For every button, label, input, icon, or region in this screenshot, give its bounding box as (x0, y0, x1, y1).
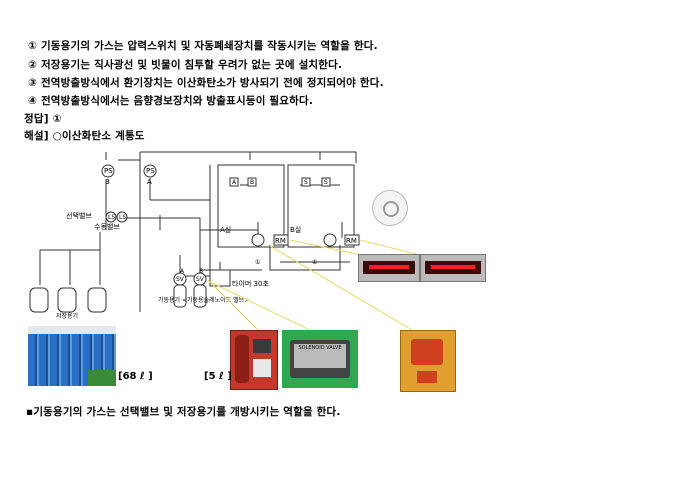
pressure-switch-a (143, 164, 157, 178)
cylinder-photo (28, 326, 116, 386)
rm-label-a: RM (275, 237, 286, 245)
room-a-mark-1: A (232, 179, 237, 186)
storage-cylinders (29, 284, 207, 313)
manual-valve-label: 수동밸브 (94, 222, 120, 231)
mark-circle-1b: ① (312, 259, 317, 266)
selector-valve-label: 선택밸브 (66, 211, 92, 220)
room-a-label: A실 (220, 225, 231, 234)
option-1: ① 기동용기의 가스는 압력스위치 및 자동폐쇄장치를 작동시키는 역할을 한다… (28, 40, 378, 52)
room-b-label: B실 (290, 225, 301, 234)
caption-5l: [5 ℓ ] (204, 371, 232, 382)
ps-label-a: PS (146, 167, 155, 175)
mark-b-1: B (105, 178, 110, 186)
room-a-mark-2: B (250, 179, 254, 186)
mark-a-1: A (147, 178, 152, 186)
caption-68l: [68 ℓ ] (118, 371, 153, 382)
sv-label-1: SV (176, 276, 185, 283)
release-box-photo (400, 330, 456, 392)
mark-circle-1a: ① (255, 259, 260, 266)
rm-label-b: RM (346, 237, 357, 245)
timer-box (209, 269, 231, 287)
storage-label: 저장용기 (56, 312, 78, 320)
sv-label-2: SV (196, 276, 205, 283)
option-4: ④ 전역방출방식에서는 음향경보장치와 방출표시등이 필요하다. (28, 95, 314, 107)
room-b-mark-1: S (304, 179, 308, 186)
mark-a-2: A (180, 268, 185, 275)
discharge-lamp-1 (358, 254, 420, 282)
footer-text: ▪기동용기의 가스는 선택밸브 및 저장용기를 개방시키는 역할을 한다. (26, 406, 341, 418)
room-b-box (287, 164, 355, 248)
timer-label: 타이머 30초 (232, 279, 269, 288)
answer-text: 정답] ① (24, 113, 62, 125)
ls-label-2: LS (119, 214, 126, 221)
pressure-switch-b (101, 164, 115, 178)
room-b-mark-2: S (324, 179, 328, 186)
solenoid-label: SOLENOID VALVE (294, 344, 346, 368)
room-a-box (217, 164, 285, 248)
starter-cabinet-photo (230, 330, 278, 390)
mark-b-2: B (199, 268, 203, 275)
explanation-title: 해설] ○이산화탄소 계통도 (24, 130, 145, 142)
alarm-speaker-photo (372, 190, 408, 226)
option-2: ② 저장용기는 직사광선 및 빗물이 침투할 우려가 없는 곳에 설치한다. (28, 59, 343, 71)
ps-label-b: PS (104, 167, 113, 175)
starter-label: 기동용기 <기동용솔레노이드 밸브> (158, 296, 249, 304)
discharge-lamp-2 (420, 254, 486, 282)
solenoid-valve-photo: SOLENOID VALVE (282, 330, 358, 388)
ls-label-1: LS (108, 214, 115, 221)
option-3: ③ 전역방출방식에서 환기장치는 이산화탄소가 방사되기 전에 정지되어야 한다… (28, 77, 384, 89)
